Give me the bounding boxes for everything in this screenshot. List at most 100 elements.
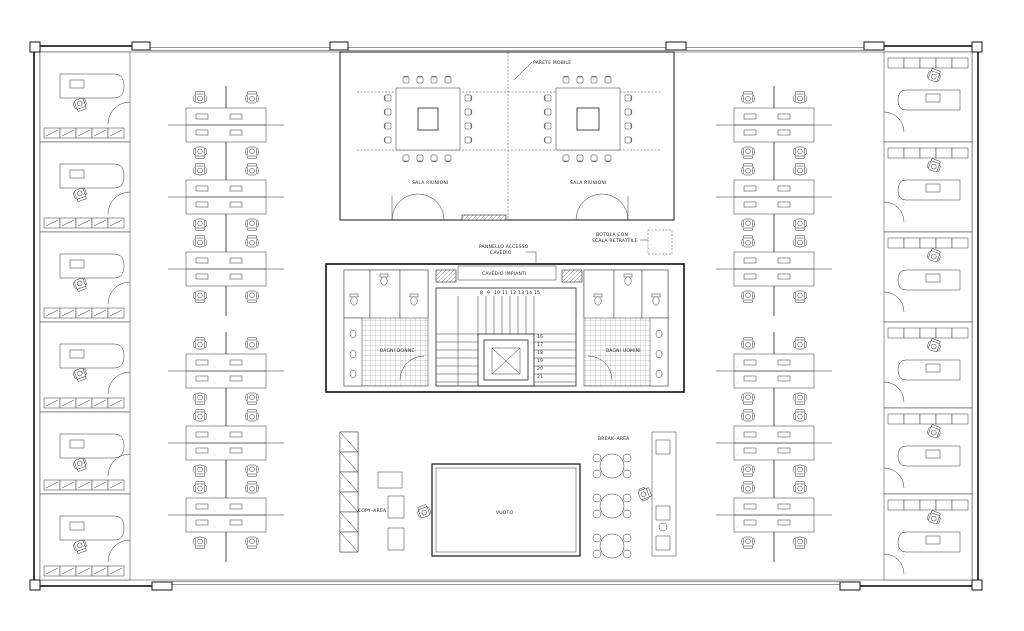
meeting-chair <box>383 136 392 144</box>
meeting-chair <box>383 108 392 116</box>
restroom-women-label: BAGNI DONNE <box>380 348 414 354</box>
meeting-chair <box>402 75 410 84</box>
copy-area-label: COPY–AREA <box>358 508 387 514</box>
office-chair <box>793 146 807 159</box>
office-chair <box>741 392 755 405</box>
cabinet <box>951 147 969 159</box>
cabinet <box>887 57 905 69</box>
break-stool <box>622 549 632 559</box>
step-label: 10 <box>494 290 500 296</box>
office-desk <box>897 531 961 553</box>
meeting-chair <box>624 122 633 130</box>
meeting-rooms: PARETE MOBILE SALA RIUNIONI SALA RIUNION… <box>339 51 675 221</box>
door-swing <box>883 381 905 403</box>
stair-step-labels: 8 9 10 11 12 13 14 15 16 17 18 19 20 21 <box>480 290 543 380</box>
keyboard <box>777 503 791 510</box>
office-chair <box>793 464 807 477</box>
keyboard <box>195 431 209 438</box>
break-stool <box>622 469 632 479</box>
cabinet <box>935 413 953 425</box>
office-chair <box>245 146 259 159</box>
office-desk <box>897 269 961 291</box>
cabinet <box>887 147 905 159</box>
keyboard <box>229 359 243 366</box>
break-stool <box>622 493 632 503</box>
keyboard <box>743 503 757 510</box>
keyboard <box>195 359 209 366</box>
hatch-label-line1: BOTOLA CON <box>596 232 628 238</box>
break-stool <box>592 469 602 479</box>
office-chair <box>793 163 807 176</box>
office-chair <box>741 464 755 477</box>
monitor <box>69 259 85 269</box>
keyboard <box>743 257 757 264</box>
monitor <box>925 183 941 193</box>
office-desk <box>59 253 125 279</box>
break-stool <box>592 533 602 543</box>
left-private-offices <box>39 51 131 581</box>
meeting-room-right-label: SALA RIUNIONI <box>570 180 606 186</box>
step-label: 12 <box>510 290 516 296</box>
cabinet <box>935 327 953 339</box>
meeting-chair <box>416 154 424 163</box>
meeting-partition-label: PARETE MOBILE <box>533 60 571 66</box>
office-chair <box>245 235 259 248</box>
office-chair <box>793 481 807 494</box>
door-swing <box>107 101 131 125</box>
keyboard <box>229 447 243 454</box>
keyboard <box>195 519 209 526</box>
office-desk <box>59 163 125 189</box>
office-chair <box>741 235 755 248</box>
monitor <box>69 521 85 531</box>
step-label: 21 <box>537 374 543 380</box>
keyboard <box>229 257 243 264</box>
step-label: 16 <box>537 334 543 340</box>
office-chair <box>193 290 207 303</box>
meeting-chair <box>444 154 452 163</box>
meeting-chair <box>383 122 392 130</box>
cabinet <box>903 57 921 69</box>
keyboard <box>229 113 243 120</box>
meeting-chair <box>624 94 633 102</box>
cabinet <box>919 413 937 425</box>
cabinet <box>951 57 969 69</box>
office-chair <box>245 91 259 104</box>
cabinet <box>935 499 953 511</box>
keyboard <box>777 375 791 382</box>
keyboard <box>777 257 791 264</box>
meeting-chair <box>464 136 473 144</box>
keyboard <box>195 185 209 192</box>
keyboard <box>777 185 791 192</box>
keyboard <box>743 129 757 136</box>
office-chair <box>793 337 807 350</box>
meeting-chair <box>430 75 438 84</box>
keyboard <box>777 447 791 454</box>
step-label: 11 <box>502 290 508 296</box>
keyboard <box>777 359 791 366</box>
office-chair <box>793 91 807 104</box>
keyboard <box>195 273 209 280</box>
monitor <box>69 439 85 449</box>
office-chair <box>741 481 755 494</box>
office-chair <box>245 536 259 549</box>
keyboard <box>229 185 243 192</box>
meeting-chair <box>604 75 612 84</box>
cabinet <box>951 499 969 511</box>
office-chair <box>245 409 259 422</box>
meeting-chair <box>590 154 598 163</box>
cabinet <box>919 499 937 511</box>
meeting-chair <box>543 108 552 116</box>
office-chair <box>741 218 755 231</box>
office-chair <box>741 91 755 104</box>
door-swing <box>883 201 905 223</box>
office-desk <box>59 515 125 541</box>
office-desk <box>897 179 961 201</box>
office-chair <box>245 163 259 176</box>
step-label: 18 <box>537 350 543 356</box>
monitor <box>69 349 85 359</box>
keyboard <box>777 201 791 208</box>
keyboard <box>777 431 791 438</box>
office-chair <box>245 481 259 494</box>
break-area: BREAK–AREA <box>592 431 677 559</box>
cabinet <box>887 327 905 339</box>
